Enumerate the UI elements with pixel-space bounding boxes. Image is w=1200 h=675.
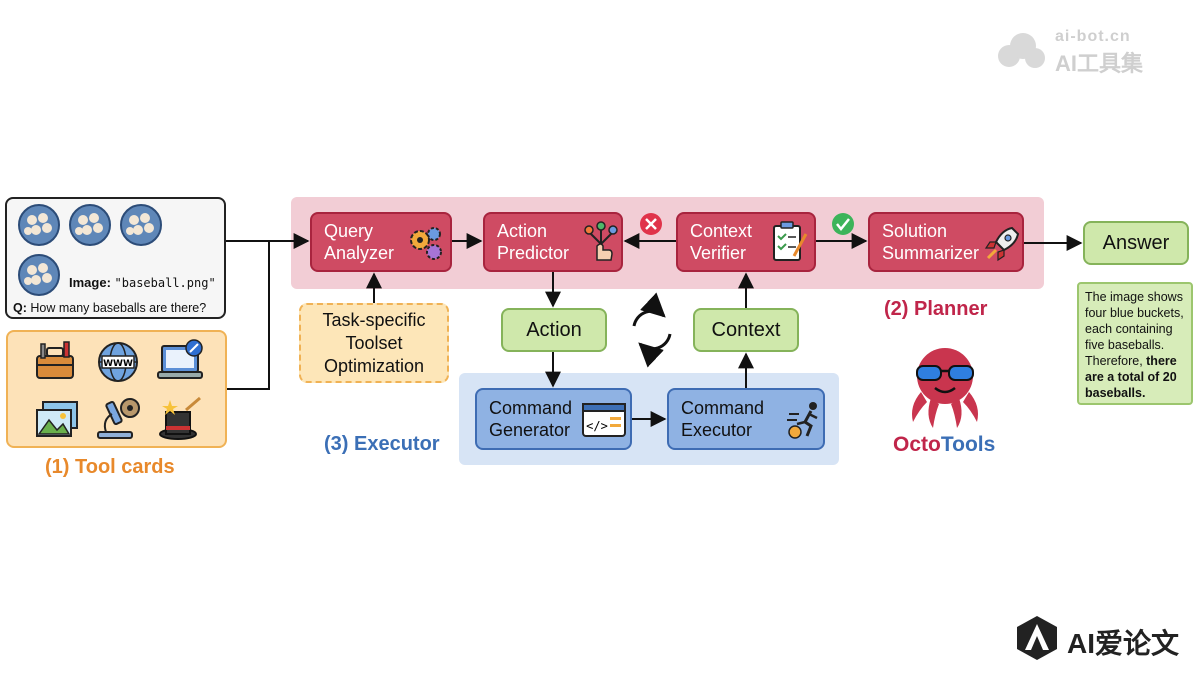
checklist-icon bbox=[773, 221, 808, 261]
watermark-line1: ai-bot.cn bbox=[1055, 28, 1131, 45]
answer-text-panel: The image shows four blue buckets, each … bbox=[1077, 282, 1193, 405]
tool-cards-title: (1) Tool cards bbox=[45, 456, 175, 478]
octotools-brand: OctoTools bbox=[893, 433, 995, 457]
command-executor-line2: Executor bbox=[681, 420, 753, 440]
command-generator-line2: Generator bbox=[489, 420, 571, 440]
baseball-bucket-icon bbox=[18, 204, 162, 296]
toolbox-icon bbox=[36, 341, 74, 379]
rocket-icon bbox=[984, 226, 1020, 262]
svg-text:</>: </> bbox=[586, 419, 608, 433]
brand-part2: Tools bbox=[940, 433, 996, 456]
svg-text:WWW: WWW bbox=[103, 359, 133, 369]
query-analyzer-line1: Query bbox=[324, 221, 374, 241]
executor-title: (3) Executor bbox=[324, 433, 440, 455]
context-box: Context bbox=[693, 308, 799, 352]
magic-hat-icon bbox=[159, 396, 201, 440]
watermark-bottom-right: AI爱论文 bbox=[1013, 614, 1193, 664]
brand-part1: Octo bbox=[893, 433, 941, 456]
planner-title: (2) Planner bbox=[884, 298, 988, 320]
command-generator-line1: Command bbox=[489, 398, 573, 418]
gears-icon bbox=[410, 227, 442, 260]
context-verifier-line1: Context bbox=[690, 221, 753, 241]
context-verifier-line2: Verifier bbox=[690, 243, 747, 263]
answer-box: Answer bbox=[1083, 221, 1189, 265]
watermark-top-right: ai-bot.cn AI工具集 bbox=[995, 28, 1165, 76]
query-analyzer-line2: Analyzer bbox=[324, 243, 395, 263]
runner-timer-icon bbox=[787, 402, 818, 439]
toolset-line2: Toolset bbox=[345, 332, 403, 353]
choice-tap-icon bbox=[584, 221, 618, 261]
solution-summarizer-line1: Solution bbox=[882, 221, 948, 241]
image-caption: Image: "baseball.png" bbox=[69, 275, 216, 290]
cycle-icon bbox=[632, 292, 672, 368]
tools-to-merge-line bbox=[227, 241, 270, 390]
answer-text-plain: The image shows four blue buckets, each … bbox=[1085, 290, 1184, 368]
question-label: Q: bbox=[13, 301, 27, 315]
action-predictor-line1: Action bbox=[497, 221, 548, 241]
action-box: Action bbox=[501, 308, 607, 352]
image-filename: "baseball.png" bbox=[114, 276, 216, 290]
toolset-line3: Optimization bbox=[323, 355, 425, 376]
question-text: How many baseballs are there? bbox=[30, 301, 207, 315]
tool-cards-panel: WWW bbox=[6, 330, 227, 448]
watermark-bottom-text: AI爱论文 bbox=[1067, 628, 1180, 659]
question-line: Q: How many baseballs are there? bbox=[13, 301, 206, 315]
query-panel: Image: "baseball.png" Q: How many baseba… bbox=[5, 197, 226, 319]
action-predictor-line2: Predictor bbox=[497, 243, 570, 263]
watermark-line2: AI工具集 bbox=[1055, 51, 1144, 76]
command-executor-line1: Command bbox=[681, 398, 765, 418]
ai-logo-icon bbox=[1017, 616, 1057, 660]
toolset-line1: Task-specific bbox=[322, 309, 426, 330]
image-label: Image: bbox=[69, 275, 111, 290]
image-gallery-icon bbox=[36, 401, 78, 437]
octopus-mascot-icon bbox=[912, 348, 978, 428]
toolset-optimization-box: Task-specific Toolset Optimization bbox=[299, 303, 449, 383]
www-globe-icon: WWW bbox=[98, 342, 138, 382]
microscope-icon bbox=[97, 398, 140, 439]
answer-text-bold: there are a total of 20 baseballs. bbox=[1085, 354, 1177, 400]
laptop-code-icon bbox=[157, 339, 203, 379]
solution-summarizer-line2: Summarizer bbox=[882, 243, 980, 263]
code-window-icon: </> bbox=[582, 403, 626, 437]
cloud-logo-icon bbox=[998, 33, 1045, 68]
